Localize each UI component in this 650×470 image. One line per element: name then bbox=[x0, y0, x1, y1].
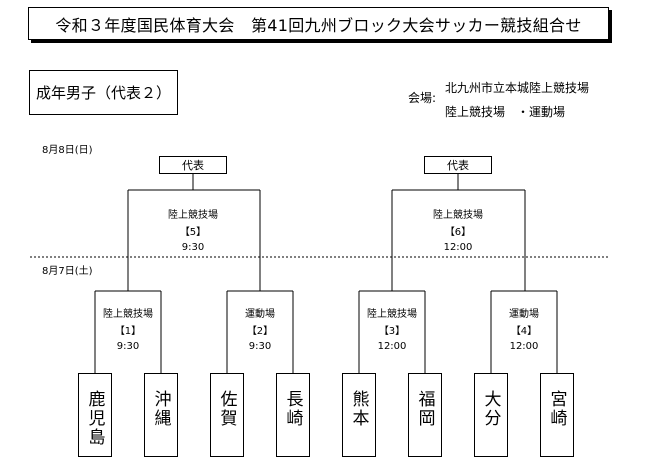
match-info: 陸上競技場 【3】 12:00 bbox=[352, 308, 432, 353]
match-time: 12:00 bbox=[443, 242, 473, 253]
final-rep-box: 代表 bbox=[424, 156, 492, 174]
team-name: 宮崎 bbox=[546, 390, 567, 428]
team-name: 沖縄 bbox=[150, 390, 171, 428]
match-number: 【3】 bbox=[378, 326, 406, 337]
venue-label: 会場: bbox=[408, 91, 437, 105]
team-box: 宮崎 bbox=[540, 373, 574, 457]
category-label: 成年男子（代表２） bbox=[36, 84, 172, 102]
date-day2: 8月8日(日) bbox=[42, 145, 93, 156]
match-time: 9:30 bbox=[248, 341, 272, 352]
match-venue: 陸上競技場 bbox=[367, 309, 417, 320]
final-match-info: 陸上競技場 【6】 12:00 bbox=[418, 209, 498, 254]
match-info: 陸上競技場 【1】 9:30 bbox=[88, 308, 168, 353]
team-name: 熊本 bbox=[348, 390, 369, 428]
team-box: 大分 bbox=[474, 373, 508, 457]
match-number: 【4】 bbox=[510, 326, 538, 337]
match-time: 12:00 bbox=[377, 341, 407, 352]
page-title: 令和３年度国民体育大会 第41回九州ブロック大会サッカー競技組合せ bbox=[55, 15, 582, 35]
team-box: 熊本 bbox=[342, 373, 376, 457]
match-time: 12:00 bbox=[509, 341, 539, 352]
match-venue: 陸上競技場 bbox=[168, 210, 218, 221]
venue-line-2: 陸上競技場 ・運動場 bbox=[445, 105, 566, 119]
team-box: 佐賀 bbox=[210, 373, 244, 457]
match-venue: 陸上競技場 bbox=[103, 309, 153, 320]
match-time: 9:30 bbox=[116, 341, 140, 352]
team-box: 鹿児島 bbox=[78, 373, 112, 457]
match-number: 【5】 bbox=[179, 227, 207, 238]
team-box: 長崎 bbox=[276, 373, 310, 457]
final-match-info: 陸上競技場 【5】 9:30 bbox=[153, 209, 233, 254]
match-venue: 運動場 bbox=[509, 309, 539, 320]
final-rep-label: 代表 bbox=[447, 159, 469, 172]
team-name: 鹿児島 bbox=[84, 390, 105, 447]
match-venue: 陸上競技場 bbox=[433, 210, 483, 221]
match-info: 運動場 【4】 12:00 bbox=[484, 308, 564, 353]
date-day1: 8月7日(土) bbox=[42, 266, 93, 277]
match-number: 【2】 bbox=[246, 326, 274, 337]
final-rep-box: 代表 bbox=[159, 156, 227, 174]
match-venue: 運動場 bbox=[245, 309, 275, 320]
team-box: 沖縄 bbox=[144, 373, 178, 457]
final-rep-label: 代表 bbox=[182, 159, 204, 172]
match-info: 運動場 【2】 9:30 bbox=[220, 308, 300, 353]
category-box: 成年男子（代表２） bbox=[29, 70, 178, 115]
match-number: 【6】 bbox=[444, 227, 472, 238]
team-box: 福岡 bbox=[408, 373, 442, 457]
page-title-box: 令和３年度国民体育大会 第41回九州ブロック大会サッカー競技組合せ bbox=[28, 7, 609, 40]
team-name: 佐賀 bbox=[216, 390, 237, 428]
venue-line-1: 北九州市立本城陸上競技場 bbox=[445, 81, 590, 95]
team-name: 長崎 bbox=[282, 390, 303, 428]
match-number: 【1】 bbox=[114, 326, 142, 337]
team-name: 大分 bbox=[480, 390, 501, 428]
match-time: 9:30 bbox=[181, 242, 205, 253]
team-name: 福岡 bbox=[414, 390, 435, 428]
